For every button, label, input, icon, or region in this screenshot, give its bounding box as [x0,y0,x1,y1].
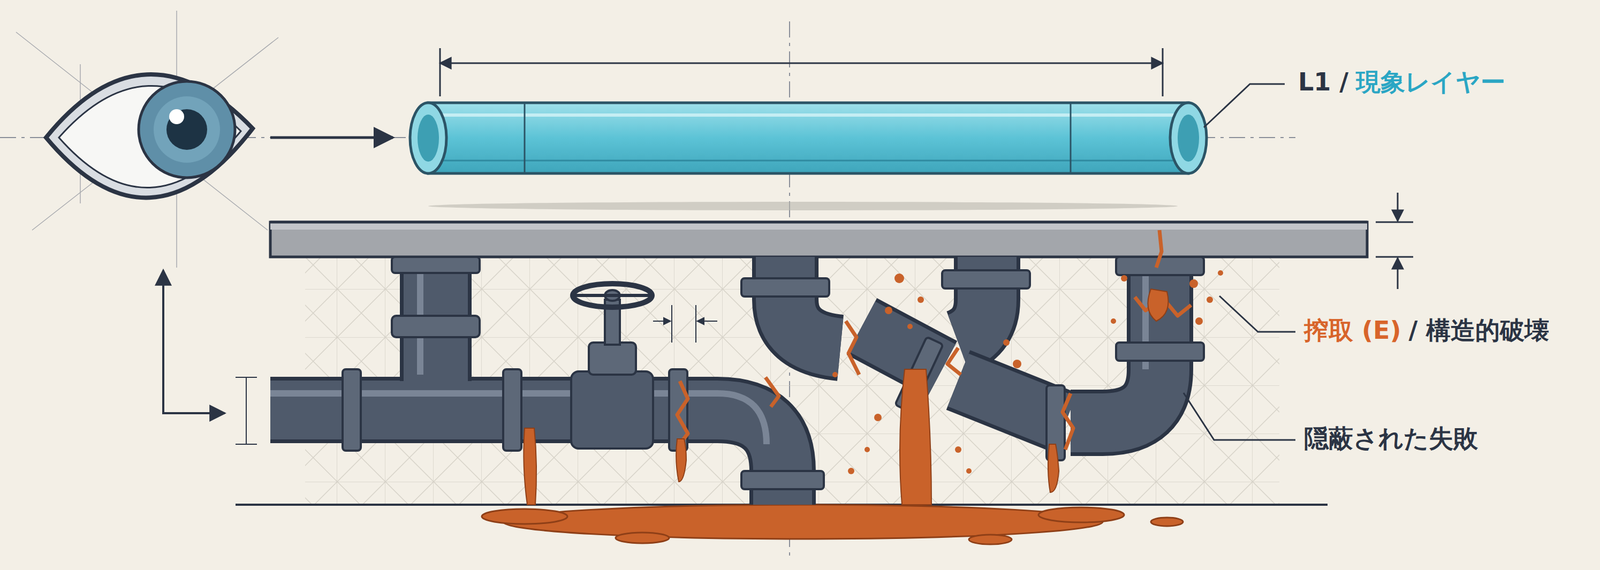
leader-line [1219,296,1296,332]
sketch-lines [16,10,279,268]
cracks [677,230,1192,450]
leader-line [1203,84,1285,128]
callout-label: L1 / [1298,67,1349,97]
callout-label: 搾取 (E) [1303,315,1401,346]
hidden-pipes [270,256,1160,505]
label-row: 搾取 (E)/ 構造的破壊 [1303,315,1550,346]
valve-dimension [235,305,718,445]
view-arrow [270,136,393,140]
leader-line [1183,392,1296,441]
callout-label: 現象レイヤー [1355,67,1506,97]
splatter [832,270,1224,475]
callout-label: / 構造的破壊 [1408,315,1550,346]
slab-dimension [1375,192,1414,290]
label-row: 隠蔽された失敗 [1303,423,1478,454]
leak-puddle [481,504,1184,545]
valve-symbol [571,283,654,449]
floor-slab [270,222,1368,257]
leaks [523,289,1169,505]
eye-symbol [46,74,253,198]
label-row: L1 /現象レイヤー [1298,67,1506,97]
dimension-line [440,48,1163,97]
construction-lines [0,21,1296,557]
callout-label: 隠蔽された失敗 [1303,423,1478,454]
return-arrow [163,270,225,414]
pipe-flanges [342,256,1204,490]
surface-pipe [410,102,1207,211]
